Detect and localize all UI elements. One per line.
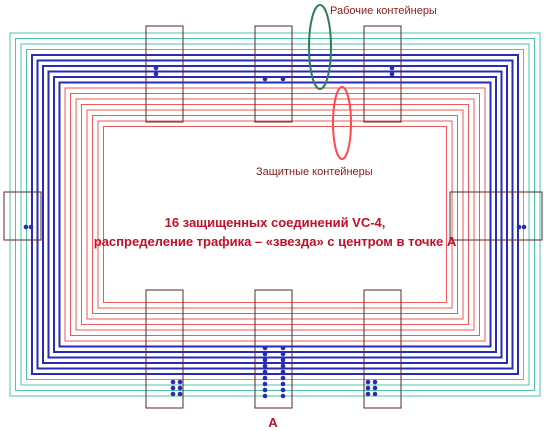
termination-dot bbox=[280, 387, 286, 393]
red-protection-rings bbox=[64, 87, 486, 342]
node-a-label: А bbox=[268, 415, 278, 430]
termination-dot bbox=[23, 224, 29, 230]
termination-dot bbox=[177, 385, 183, 391]
red-ring bbox=[97, 120, 453, 309]
termination-dot bbox=[153, 65, 159, 71]
termination-dot bbox=[280, 381, 286, 387]
termination-dot bbox=[170, 379, 176, 385]
termination-dot bbox=[153, 71, 159, 77]
network-nodes bbox=[3, 25, 543, 409]
cyan-ring bbox=[20, 43, 530, 386]
termination-dot bbox=[389, 71, 395, 77]
blue-ring bbox=[36, 59, 514, 370]
blue-ring bbox=[47, 70, 503, 359]
blue-ring bbox=[53, 76, 497, 353]
termination-dot bbox=[262, 357, 268, 363]
termination-dot bbox=[262, 387, 268, 393]
termination-dot bbox=[280, 345, 286, 351]
cyan-ring bbox=[26, 49, 524, 380]
termination-dot bbox=[280, 351, 286, 357]
termination-dot bbox=[280, 369, 286, 375]
termination-dot bbox=[372, 391, 378, 397]
termination-dot bbox=[262, 393, 268, 399]
node-top-left[interactable] bbox=[145, 25, 184, 123]
node-a[interactable] bbox=[254, 289, 293, 409]
termination-dot bbox=[262, 381, 268, 387]
termination-dot bbox=[372, 385, 378, 391]
termination-dot bbox=[389, 65, 395, 71]
termination-dot bbox=[177, 379, 183, 385]
red-ring bbox=[81, 104, 469, 325]
cyan-ring bbox=[15, 38, 535, 391]
termination-dot bbox=[280, 76, 286, 82]
node-left[interactable] bbox=[3, 191, 42, 241]
working-containers-ellipse bbox=[308, 4, 332, 90]
termination-dot bbox=[372, 379, 378, 385]
protection-containers-label: Защитные контейнеры bbox=[256, 166, 373, 178]
termination-dots bbox=[23, 65, 527, 399]
termination-dot bbox=[365, 391, 371, 397]
termination-dot bbox=[177, 391, 183, 397]
red-ring bbox=[75, 98, 475, 331]
red-ring bbox=[70, 93, 480, 336]
node-top-right[interactable] bbox=[363, 25, 402, 123]
termination-dot bbox=[365, 379, 371, 385]
termination-dot bbox=[262, 369, 268, 375]
red-ring bbox=[92, 115, 458, 314]
cyan-rings bbox=[9, 32, 541, 397]
blue-ring bbox=[31, 54, 519, 375]
termination-dot bbox=[28, 224, 34, 230]
termination-dot bbox=[262, 345, 268, 351]
termination-dot bbox=[280, 375, 286, 381]
red-ring bbox=[64, 87, 486, 342]
working-containers-label: Рабочие контейнеры bbox=[330, 5, 437, 17]
node-bottom-left[interactable] bbox=[145, 289, 184, 409]
node-right[interactable] bbox=[449, 191, 543, 241]
termination-dot bbox=[262, 76, 268, 82]
termination-dot bbox=[280, 363, 286, 369]
description-line-2: распределение трафика – «звезда» с центр… bbox=[94, 234, 457, 249]
termination-dot bbox=[262, 363, 268, 369]
termination-dot bbox=[262, 351, 268, 357]
node-bottom-right[interactable] bbox=[363, 289, 402, 409]
blue-ring bbox=[42, 65, 508, 364]
termination-dot bbox=[365, 385, 371, 391]
termination-dot bbox=[280, 357, 286, 363]
termination-dot bbox=[170, 385, 176, 391]
protection-containers-ellipse bbox=[332, 86, 352, 160]
termination-dot bbox=[262, 375, 268, 381]
termination-dot bbox=[280, 393, 286, 399]
red-ring bbox=[103, 126, 447, 303]
red-ring bbox=[86, 109, 464, 320]
blue-working-rings bbox=[31, 54, 519, 375]
cyan-ring bbox=[9, 32, 541, 397]
node-top-center[interactable] bbox=[254, 25, 293, 123]
termination-dot bbox=[521, 224, 527, 230]
blue-ring bbox=[58, 81, 492, 348]
termination-dot bbox=[516, 224, 522, 230]
description-line-1: 16 защищенных соединений VC-4, bbox=[165, 215, 386, 230]
termination-dot bbox=[170, 391, 176, 397]
